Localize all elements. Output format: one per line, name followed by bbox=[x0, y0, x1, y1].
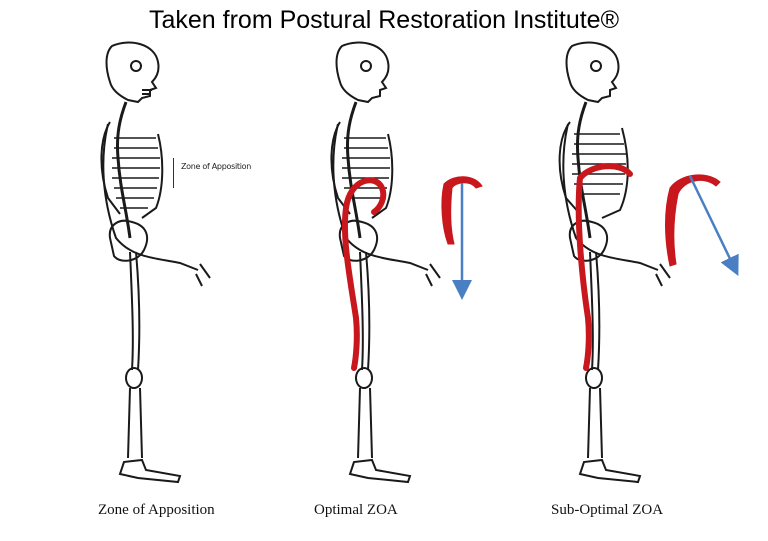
caption-sub-optimal-zoa: Sub-Optimal ZOA bbox=[551, 502, 664, 518]
caption-optimal-zoa: Optimal ZOA bbox=[314, 502, 398, 518]
skeleton-figure-optimal-zoa bbox=[290, 38, 510, 500]
skeleton-drawing bbox=[558, 41, 721, 484]
skeleton-figure-sub-optimal-zoa bbox=[520, 38, 750, 500]
slide-title: Taken from Postural Restoration Institut… bbox=[148, 6, 620, 34]
caption-zone-of-apposition: Zone of Apposition bbox=[98, 502, 215, 518]
zone-bracket bbox=[173, 158, 180, 188]
diaphragm-overlay bbox=[575, 163, 633, 371]
diaphragm-overlay bbox=[341, 177, 387, 371]
zone-of-apposition-label: Zone of Apposition bbox=[181, 162, 252, 171]
skeleton-figure-zone-of-apposition bbox=[60, 38, 280, 500]
diaphragm-dome bbox=[665, 174, 721, 267]
skeleton-drawing bbox=[100, 41, 211, 484]
diaphragm-dome bbox=[441, 176, 483, 245]
skeleton-drawing bbox=[330, 41, 483, 484]
